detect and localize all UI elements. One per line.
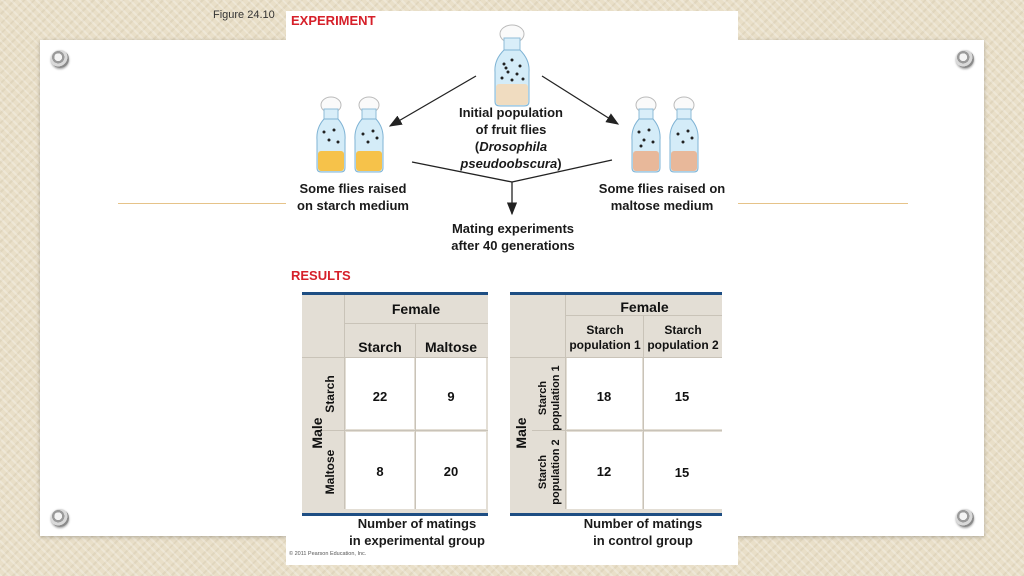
pin-icon xyxy=(51,509,69,527)
experiment-label: EXPERIMENT xyxy=(291,13,376,28)
starch-bottle-icon xyxy=(316,96,346,173)
col-header-starch: Starch xyxy=(358,339,402,355)
col-header-pop2-line2: population 2 xyxy=(647,338,719,352)
divider xyxy=(532,430,722,431)
paren-open: ( xyxy=(474,139,480,154)
col-header-maltose: Maltose xyxy=(424,339,478,355)
divider xyxy=(415,323,416,509)
control-caption-line1: Number of matings xyxy=(583,516,703,531)
species-name: pseudoobscura xyxy=(460,156,558,171)
col-header-pop1-line1: Starch xyxy=(586,323,624,337)
table-cell xyxy=(416,432,486,509)
pin-icon xyxy=(956,50,974,68)
control-caption-line2: in control group xyxy=(593,533,693,548)
arrow-to-starch xyxy=(388,75,477,127)
col-header-pop2: Starch population 2 xyxy=(644,323,722,353)
experimental-caption-line1: Number of matings xyxy=(357,516,477,531)
row-header-pop2: Starch population 2 xyxy=(537,432,563,512)
pin-icon xyxy=(51,50,69,68)
value-pop1-pop2: 15 xyxy=(674,389,690,404)
value-starch-starch: 22 xyxy=(372,389,388,404)
row-header-pop1: Starch population 1 xyxy=(537,358,563,438)
table-cell xyxy=(346,432,414,509)
initial-population-line1: Initial population xyxy=(459,105,563,120)
paren-close: ) xyxy=(557,156,562,171)
male-header: Male xyxy=(513,417,529,449)
species-genus: Drosophila xyxy=(479,139,548,154)
col-header-pop1-line2: population 1 xyxy=(569,338,641,352)
divider xyxy=(510,357,722,358)
female-header: Female xyxy=(391,301,441,317)
experimental-caption: Number of matings in experimental group xyxy=(334,515,500,549)
row-header-maltose: Maltose xyxy=(323,449,337,495)
mating-caption: Mating experiments after 40 generations xyxy=(436,220,590,254)
results-label: RESULTS xyxy=(291,268,351,283)
maltose-bottle-icon xyxy=(669,96,699,173)
maltose-caption-line2: maltose medium xyxy=(610,198,714,213)
table-cell xyxy=(567,432,642,509)
value-starch-maltose: 9 xyxy=(447,389,455,404)
divider xyxy=(566,315,722,316)
maltose-caption-line1: Some flies raised on xyxy=(598,181,726,196)
value-maltose-maltose: 20 xyxy=(443,464,459,479)
merge-line-left xyxy=(411,161,513,183)
maltose-bottle-icon xyxy=(631,96,661,173)
right-divider-line xyxy=(738,203,908,204)
figure-label: Figure 24.10 xyxy=(213,9,275,21)
starch-caption-line1: Some flies raised xyxy=(299,181,407,196)
species-line1: (Drosophila xyxy=(438,138,584,155)
table-cell xyxy=(567,358,642,429)
pin-icon xyxy=(956,509,974,527)
value-pop2-pop2: 15 xyxy=(674,465,690,480)
initial-population-line2: of fruit flies xyxy=(475,122,547,137)
mating-caption-line2: after 40 generations xyxy=(451,238,575,253)
row-header-pop1-line1: Starch xyxy=(537,380,549,416)
row-header-pop2-line2: population 2 xyxy=(550,439,562,505)
value-maltose-starch: 8 xyxy=(376,464,384,479)
row-header-starch: Starch xyxy=(323,375,337,413)
col-header-pop1: Starch population 1 xyxy=(566,323,644,353)
mating-caption-line1: Mating experiments xyxy=(451,221,575,236)
value-pop2-pop1: 12 xyxy=(596,464,612,479)
table-cell xyxy=(644,432,722,509)
divider xyxy=(643,315,644,509)
experimental-table: Female Starch Maltose Male Starch Maltos… xyxy=(302,292,488,516)
row-header-pop1-line2: population 1 xyxy=(550,365,562,431)
merge-line-right xyxy=(511,159,613,183)
initial-population-bottle-icon xyxy=(494,24,530,107)
left-divider-line xyxy=(118,203,288,204)
copyright-text: © 2011 Pearson Education, Inc. xyxy=(289,551,367,557)
experimental-caption-line2: in experimental group xyxy=(349,533,485,548)
starch-caption-line2: on starch medium xyxy=(297,198,409,213)
row-header-pop2-line1: Starch xyxy=(537,454,549,490)
starch-caption: Some flies raised on starch medium xyxy=(286,180,420,214)
table-cell xyxy=(644,358,722,429)
initial-population-caption: Initial population of fruit flies (Droso… xyxy=(438,104,584,172)
control-caption: Number of matings in control group xyxy=(566,515,720,549)
arrow-to-maltose xyxy=(541,75,620,125)
col-header-pop2-line1: Starch xyxy=(664,323,702,337)
divider xyxy=(302,357,488,358)
starch-bottle-icon xyxy=(354,96,384,173)
control-table: Female Starch population 1 Starch popula… xyxy=(510,292,722,516)
female-header: Female xyxy=(620,299,669,315)
species-line2: pseudoobscura) xyxy=(438,155,584,172)
maltose-caption: Some flies raised on maltose medium xyxy=(585,180,739,214)
divider xyxy=(565,295,566,509)
table-cell xyxy=(346,358,414,429)
divider xyxy=(322,430,488,431)
divider xyxy=(344,295,345,509)
table-cell xyxy=(416,358,486,429)
divider xyxy=(345,323,488,324)
value-pop1-pop1: 18 xyxy=(596,389,612,404)
